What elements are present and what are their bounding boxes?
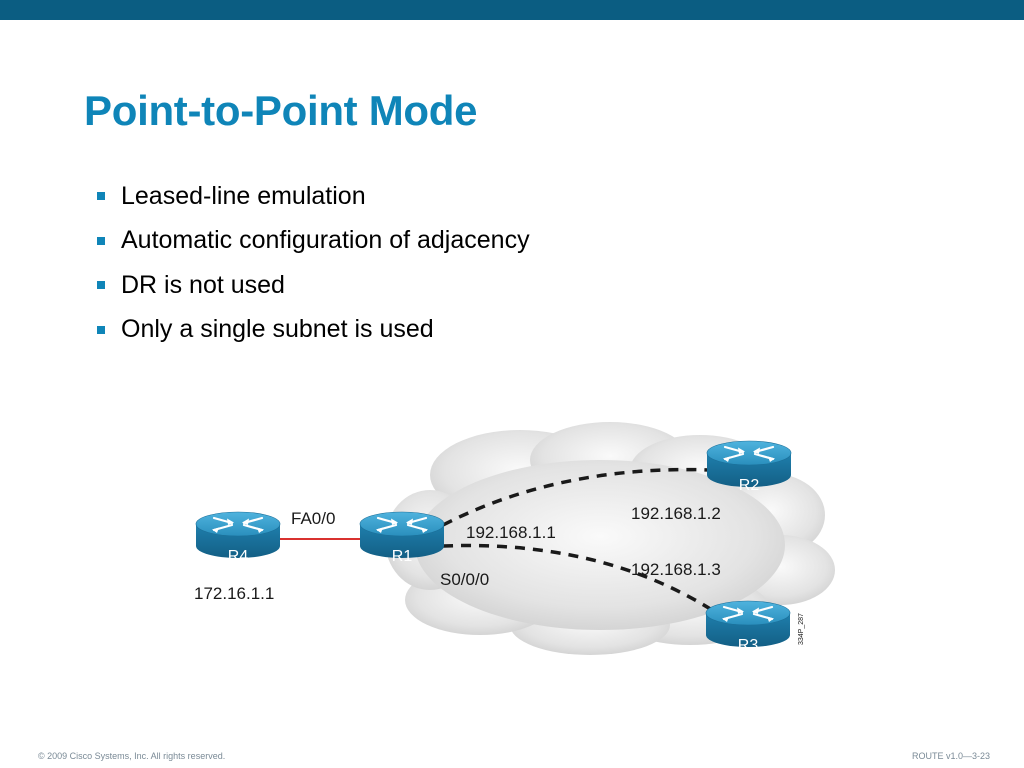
router-r1-label: R1 [392,548,413,565]
r4-address-label: 172.16.1.1 [194,584,274,603]
router-r1: R1 [358,510,446,565]
r1-interface-label: S0/0/0 [440,570,489,589]
r4-interface-label: FA0/0 [291,509,335,528]
bullet-list: Leased-line emulation Automatic configur… [97,174,530,352]
router-r3: R3 [704,599,792,654]
r3-address-label: 192.168.1.3 [631,560,721,579]
router-r4-label: R4 [228,548,249,565]
square-bullet-icon [97,192,105,201]
slide-title: Point-to-Point Mode [84,87,478,134]
router-r2: R2 [705,439,793,494]
footer-copyright: © 2009 Cisco Systems, Inc. All rights re… [38,751,226,761]
router-r4: R4 [194,510,282,565]
bullet-text: Automatic configuration of adjacency [121,226,530,255]
cloud-shape [385,422,835,655]
square-bullet-icon [97,325,105,334]
r1-address-label: 192.168.1.1 [466,523,556,542]
bullet-item: DR is not used [97,263,530,308]
r2-address-label: 192.168.1.2 [631,504,721,523]
router-r3-label: R3 [738,637,759,654]
bullet-text: Only a single subnet is used [121,315,434,344]
bullet-text: DR is not used [121,270,285,299]
bullet-item: Automatic configuration of adjacency [97,219,530,264]
bullet-item: Leased-line emulation [97,174,530,219]
bullet-text: Leased-line emulation [121,181,366,210]
footer-course: ROUTE v1.0—3-23 [911,751,990,761]
router-r2-label: R2 [739,477,760,494]
bullet-item: Only a single subnet is used [97,308,530,353]
square-bullet-icon [97,281,105,290]
frame-relay-link-r2 [442,467,711,527]
frame-relay-link-r3 [442,543,713,612]
header-bar [0,0,1024,20]
figure-id-label: 334P_287 [798,613,805,645]
square-bullet-icon [97,236,105,245]
